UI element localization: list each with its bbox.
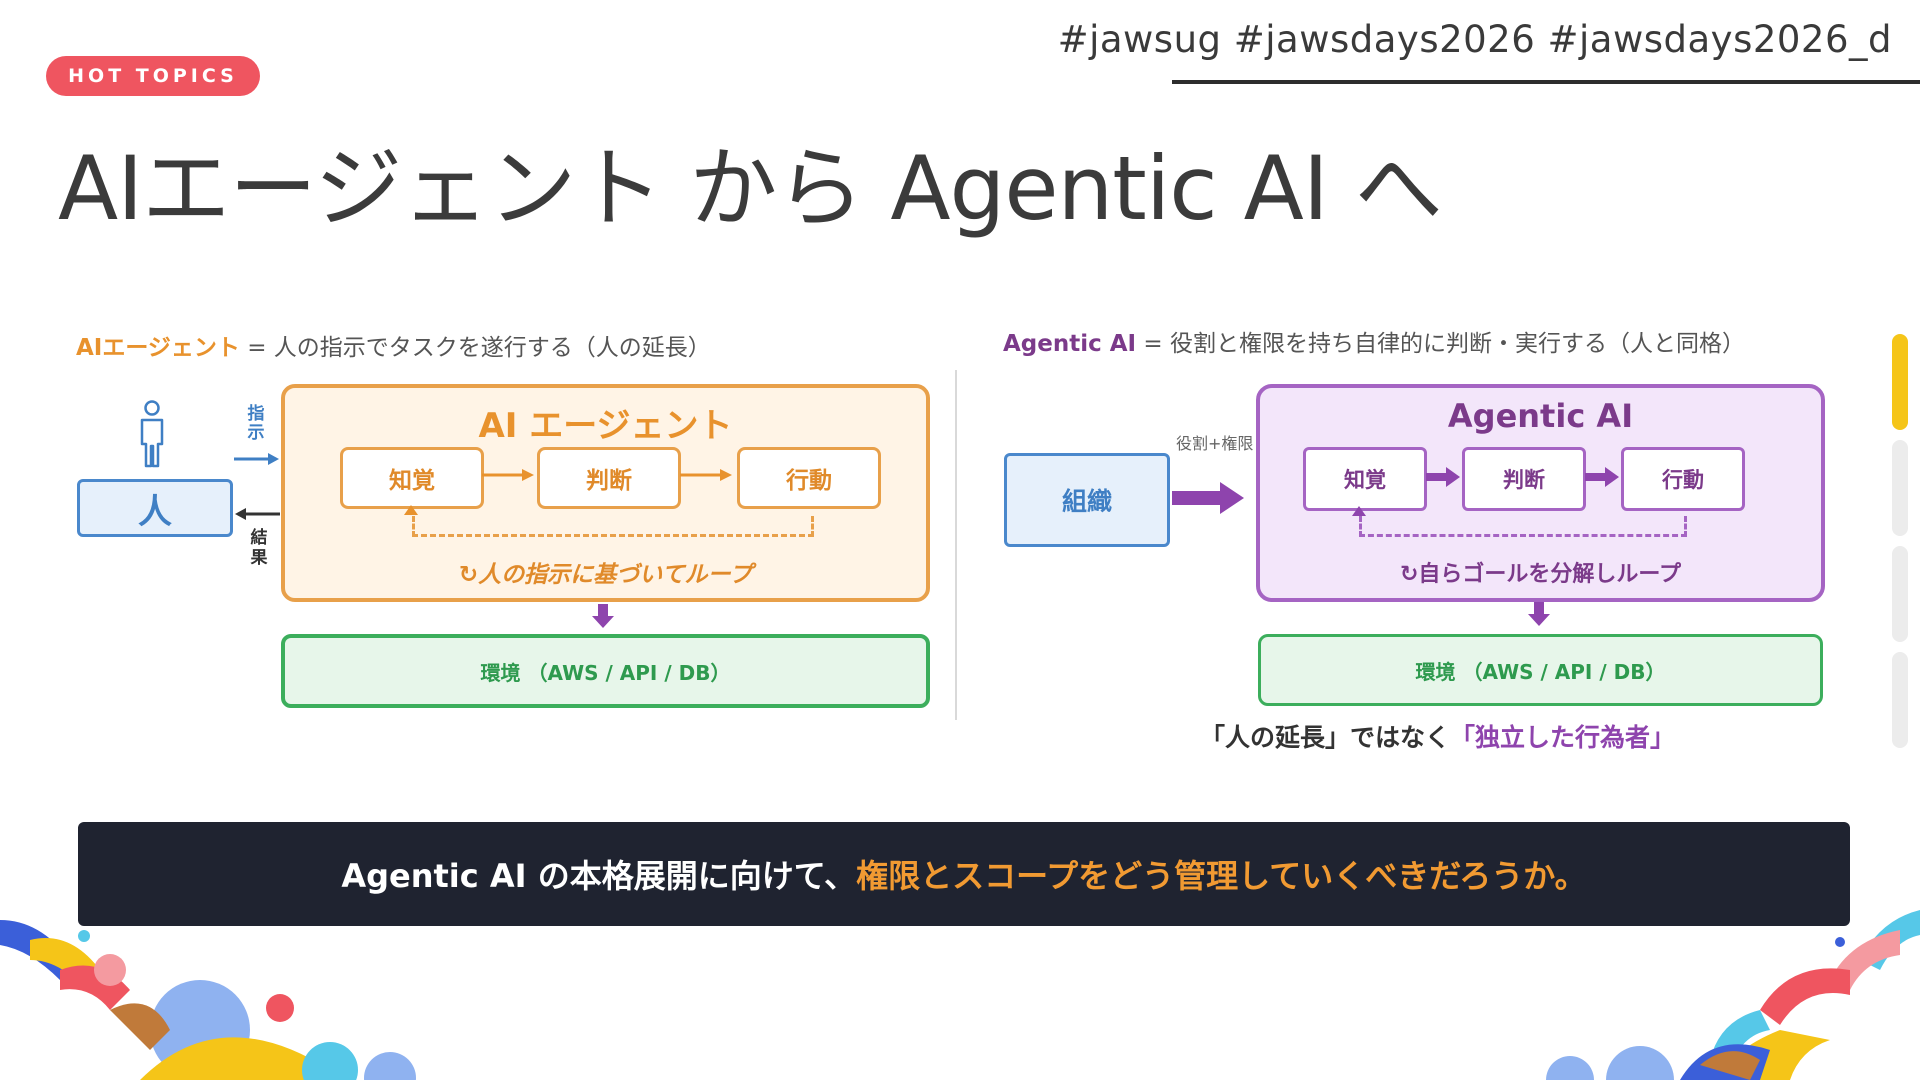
arrow-right-icon: [1426, 466, 1460, 492]
step-perceive: 知覚: [1303, 447, 1427, 511]
loop-text: ↻自らゴールを分解しループ: [1399, 562, 1682, 587]
slide-progress-segment[interactable]: [1892, 546, 1908, 642]
person-outline-icon: [136, 400, 168, 468]
role-permission-label: 役割+権限: [1176, 434, 1254, 453]
arrow-right-icon: [680, 467, 734, 487]
result-label: 結果: [250, 528, 268, 568]
loop-text: ↻人の指示に基づいてループ: [458, 562, 753, 588]
hashtag-underline: [1172, 80, 1920, 84]
hashtags: #jawsug #jawsdays2026 #jawsdays2026_d: [1057, 18, 1892, 61]
arrow-down-icon: [1528, 602, 1550, 630]
arrow-right-icon: [234, 451, 280, 471]
tagline-pre: 「人の延長」ではなく: [1200, 723, 1451, 752]
ai-agent-panel-title: AI エージェント: [478, 406, 733, 446]
bottom-banner: Agentic AI の本格展開に向けて、権限とスコープをどう管理していくべきだ…: [78, 822, 1850, 926]
arrow-right-icon: [1585, 466, 1619, 492]
tagline: 「人の延長」ではなく「独立した行為者」: [1200, 718, 1675, 754]
arrow-down-icon: [592, 604, 614, 632]
loop-dashed-line: [412, 516, 814, 537]
loop-dashed-line: [1359, 516, 1687, 537]
step-judge: 判断: [537, 447, 681, 509]
left-caption-term: AIエージェント: [76, 335, 240, 361]
right-caption-text: = 役割と権限を持ち自律的に判断・実行する（人と同格）: [1136, 331, 1746, 357]
hot-topics-badge: HOT TOPICS: [46, 56, 260, 96]
tagline-emphasis: 「独立した行為者」: [1450, 723, 1676, 752]
person-box: 人: [77, 479, 233, 537]
left-caption: AIエージェント = 人の指示でタスクを遂行する（人の延長）: [76, 328, 711, 362]
step-act: 行動: [737, 447, 881, 509]
arrow-left-icon: [234, 506, 280, 526]
loop-arrowhead: [404, 505, 418, 515]
environment-box: 環境 （AWS / API / DB）: [1258, 634, 1823, 706]
arrow-right-icon: [482, 467, 536, 487]
agentic-ai-panel-title: Agentic AI: [1447, 397, 1634, 435]
slide-progress-segment[interactable]: [1892, 652, 1908, 748]
instruction-label: 指示: [247, 404, 265, 443]
loop-arrowhead: [1352, 506, 1366, 516]
right-caption-term: Agentic AI: [1003, 331, 1137, 357]
page-title: AIエージェント から Agentic AI へ: [58, 137, 1443, 240]
arrow-right-icon: [1172, 480, 1246, 520]
banner-text-orange: 権限とスコープをどう管理していくべきだろうか。: [856, 857, 1587, 895]
right-caption: Agentic AI = 役割と権限を持ち自律的に判断・実行する（人と同格）: [1003, 324, 1745, 358]
banner-text-white: Agentic AI の本格展開に向けて、: [341, 857, 857, 895]
slide-progress-segment[interactable]: [1892, 440, 1908, 536]
section-divider: [955, 370, 957, 720]
decorative-splash-right: [1530, 900, 1920, 1084]
slide-progress-active[interactable]: [1892, 334, 1908, 430]
left-caption-text: = 人の指示でタスクを遂行する（人の延長）: [239, 335, 711, 361]
environment-box: 環境 （AWS / API / DB）: [281, 634, 930, 708]
organization-box: 組織: [1004, 453, 1170, 547]
step-judge: 判断: [1462, 447, 1586, 511]
decorative-splash-left: [0, 900, 440, 1084]
step-act: 行動: [1621, 447, 1745, 511]
step-perceive: 知覚: [340, 447, 484, 509]
